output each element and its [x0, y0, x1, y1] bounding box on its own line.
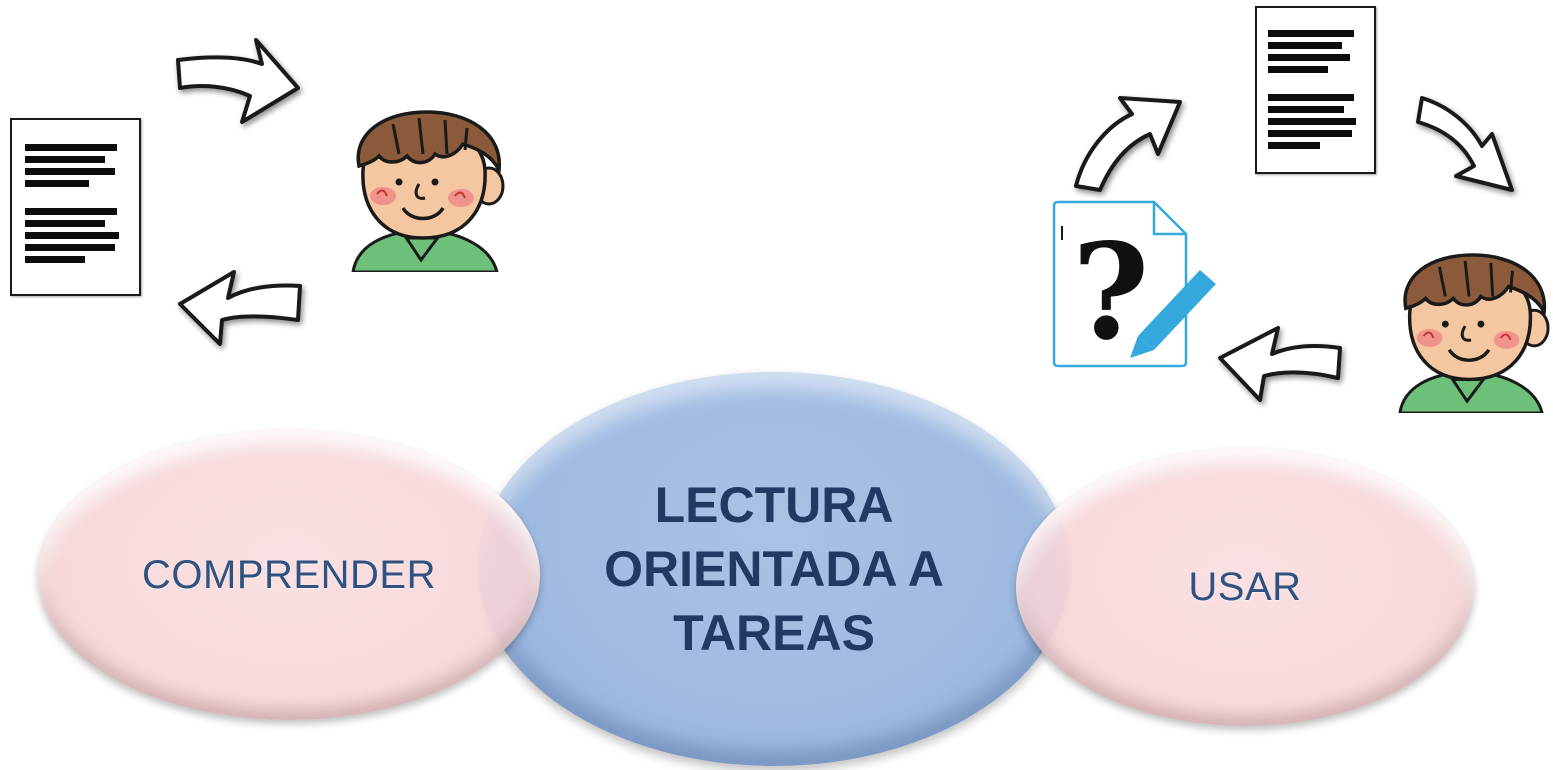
arrow-up-right-icon — [1074, 96, 1182, 192]
center-ellipse: LECTURA ORIENTADA A TAREAS — [478, 372, 1070, 766]
arrow-left-icon-right — [1218, 326, 1342, 402]
arrow-left-icon — [178, 270, 302, 346]
document-icon-right — [1255, 6, 1376, 174]
question-task-icon: ? — [1052, 200, 1216, 370]
arrow-down-right-icon — [1416, 96, 1514, 192]
center-label: LECTURA ORIENTADA A TAREAS — [554, 473, 994, 665]
center-label-line-2: ORIENTADA A — [604, 541, 944, 597]
arrow-right-icon — [176, 38, 300, 124]
student-icon-right — [1398, 253, 1550, 414]
left-ellipse-label: COMPRENDER — [142, 552, 436, 597]
student-icon — [351, 110, 505, 272]
document-icon-left — [10, 118, 141, 296]
center-label-line-3: TAREAS — [673, 605, 875, 661]
right-ellipse-label: USAR — [1188, 564, 1302, 609]
left-ellipse: COMPRENDER — [38, 430, 540, 720]
right-ellipse: USAR — [1016, 448, 1474, 726]
center-label-line-1: LECTURA — [654, 477, 894, 533]
